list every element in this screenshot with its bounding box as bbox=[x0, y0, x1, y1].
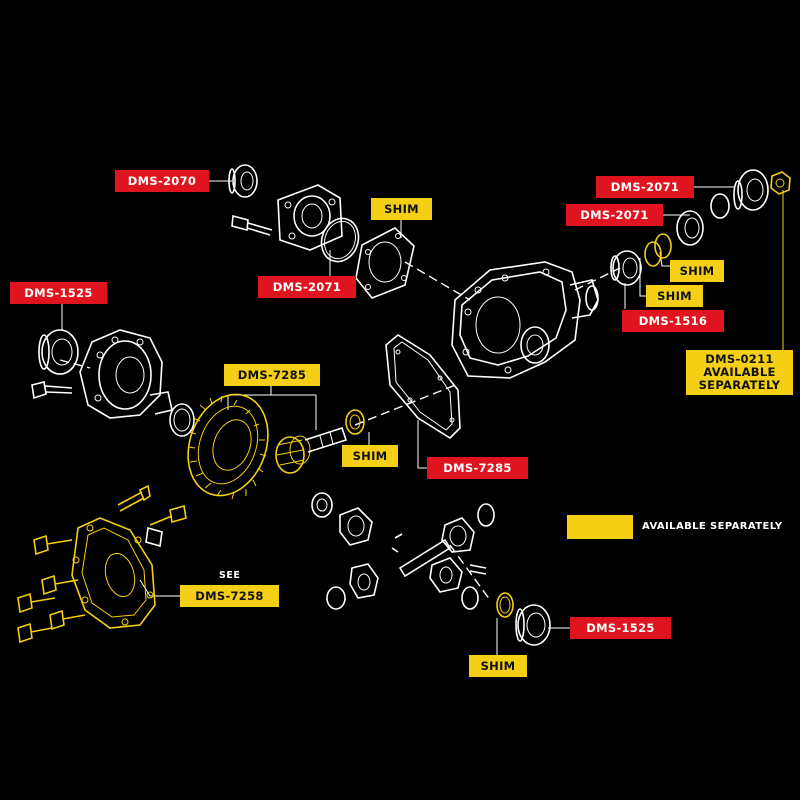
dms-0211-line-2: AVAILABLE bbox=[703, 365, 776, 379]
assembly-axis-lines bbox=[59, 261, 621, 601]
o-ring bbox=[320, 217, 360, 263]
carrier-bearing-bottom bbox=[515, 604, 551, 646]
label-shim-top: SHIM bbox=[371, 198, 432, 220]
dms-0211-line-1: DMS-0211 bbox=[705, 352, 774, 366]
differential-housing bbox=[451, 261, 599, 379]
label-dms-7258: DMS-7258 bbox=[180, 585, 279, 607]
label-shim-right-2: SHIM bbox=[646, 285, 703, 307]
label-shim-pinion: SHIM bbox=[342, 445, 398, 467]
differential-carrier bbox=[79, 329, 173, 419]
bottom-shim bbox=[496, 592, 514, 618]
label-shim-right-1: SHIM bbox=[670, 260, 724, 282]
side-flange-cover bbox=[277, 184, 343, 251]
rear-cover-gasket bbox=[385, 334, 461, 440]
flange-bolt bbox=[231, 214, 273, 236]
rear-diff-cover bbox=[71, 517, 156, 629]
pinion-nut bbox=[770, 171, 791, 195]
label-dms-2070: DMS-2070 bbox=[115, 170, 209, 192]
shims-right bbox=[644, 233, 672, 267]
label-dms-2071-top: DMS-2071 bbox=[596, 176, 694, 198]
label-dms-1525-bottom: DMS-1525 bbox=[570, 617, 671, 639]
pinion-gear bbox=[275, 426, 348, 474]
see-note: SEE bbox=[219, 570, 241, 581]
label-dms-1525-left: DMS-1525 bbox=[10, 282, 107, 304]
legend-swatch bbox=[567, 515, 633, 539]
pinion-bearing-dms-1516 bbox=[610, 250, 642, 286]
pinion-shim bbox=[345, 409, 365, 435]
label-dms-1516: DMS-1516 bbox=[622, 310, 724, 332]
carrier-bolt bbox=[31, 381, 73, 400]
spider-gears bbox=[311, 492, 495, 610]
carrier-bearing-dms-1525 bbox=[38, 329, 79, 375]
pinion-bearings-dms-2071 bbox=[676, 169, 769, 246]
cover-gasket bbox=[355, 227, 415, 299]
label-dms-7285-gear: DMS-7285 bbox=[224, 364, 320, 386]
carrier-shim-ring bbox=[169, 403, 195, 437]
label-dms-2071-middle: DMS-2071 bbox=[566, 204, 663, 226]
label-shim-bottom: SHIM bbox=[469, 655, 527, 677]
label-dms-2071-cover: DMS-2071 bbox=[258, 276, 356, 298]
label-dms-7285-gasket: DMS-7285 bbox=[427, 457, 528, 479]
label-dms-0211: DMS-0211 AVAILABLE SEPARATELY bbox=[686, 350, 793, 395]
cover-bolts bbox=[17, 484, 187, 644]
axle-flange-seal bbox=[228, 164, 258, 198]
ring-gear bbox=[187, 393, 269, 500]
dms-0211-line-3: SEPARATELY bbox=[698, 378, 781, 392]
legend-text: AVAILABLE SEPARATELY bbox=[642, 521, 783, 532]
